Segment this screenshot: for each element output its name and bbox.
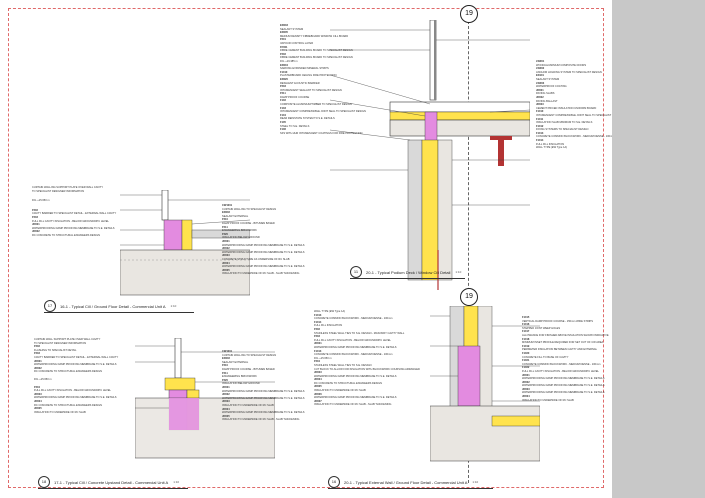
- detail-scale: 1:10: [170, 304, 177, 308]
- title-underline: [328, 488, 493, 489]
- notes-bottom-left: CURTAIN WALL SUPPORT PLATE OVER WALL CAV…: [34, 338, 119, 414]
- detail-podium-deck-drawing: [330, 20, 530, 290]
- title-underline: [350, 278, 465, 279]
- detail-number-badge: 11: [350, 266, 362, 278]
- viewer-side-panel: [612, 0, 705, 498]
- detail-number-badge: 17: [44, 300, 56, 312]
- title-underline: [44, 312, 194, 313]
- detail-scale: 1:10: [173, 480, 180, 484]
- detail-ground-floor-drawing: [120, 190, 250, 296]
- title-underline: [38, 488, 188, 489]
- detail-title-11: 11 20-1 - Typical Podium Deck / Window C…: [350, 266, 461, 278]
- detail-title-text: 17-1 - Typical Cill / Concrete Upstand D…: [54, 479, 169, 485]
- detail-scale: 1:10: [472, 480, 479, 484]
- detail-title-17: 17 16-1 - Typical Cill / Ground Floor De…: [44, 300, 176, 312]
- notes-mid-left: CURTAIN WALLING SUPPORT PLATE OVER WALL …: [32, 186, 117, 237]
- detail-title-text: 20-1 - Typical External Wall / Ground Fl…: [344, 479, 468, 485]
- detail-number-badge: 18: [38, 476, 50, 488]
- grid-ref-bubble-top: 19: [460, 5, 478, 23]
- detail-title-16: 16 20-1 - Typical External Wall / Ground…: [328, 476, 478, 488]
- detail-external-wall-drawing: [430, 306, 540, 462]
- grid-ref-bubble-bottom-right: 19: [460, 288, 478, 306]
- detail-title-text: 20-1 - Typical Podium Deck / Window Cill…: [366, 269, 451, 275]
- detail-concrete-upstand-drawing: [135, 338, 275, 459]
- detail-scale: 1:10: [455, 270, 462, 274]
- grid-line-top: [468, 21, 469, 301]
- detail-title-18: 18 17-1 - Typical Cill / Concrete Upstan…: [38, 476, 179, 488]
- detail-number-badge: 16: [328, 476, 340, 488]
- sheet-border: [8, 8, 604, 488]
- detail-title-text: 16-1 - Typical Cill / Ground Floor Detai…: [60, 303, 166, 309]
